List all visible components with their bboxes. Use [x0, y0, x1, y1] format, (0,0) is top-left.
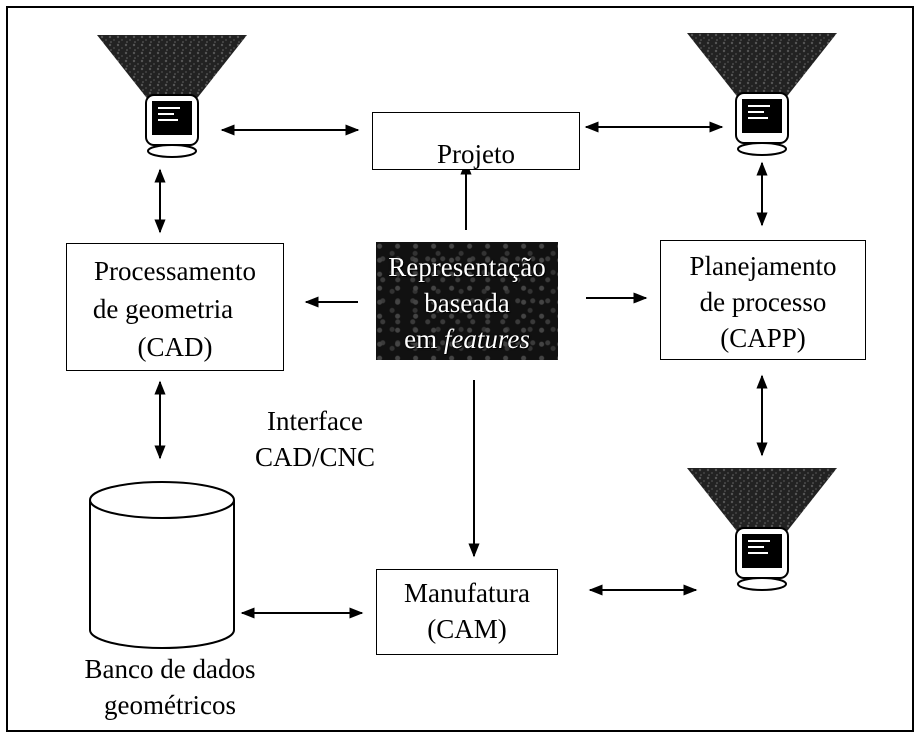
node-features-line-2: baseada [424, 288, 510, 318]
user-workstation-icon [97, 35, 247, 158]
node-cam-line-2: (CAM) [427, 614, 507, 644]
diagram-frame [6, 6, 914, 732]
node-cad-line-3: (CAD) [137, 332, 213, 362]
node-features-line-3-italic: features [443, 324, 530, 354]
database-cylinder-icon [89, 481, 235, 649]
node-cad-line-1: Processamento [94, 256, 256, 286]
interface-label-line-1: Interface [267, 406, 363, 436]
user-workstation-icon [687, 468, 837, 591]
interface-label-line-2: CAD/CNC [254, 442, 376, 472]
node-projeto: Projeto [372, 112, 580, 170]
node-cam: Manufatura (CAM) [376, 569, 558, 655]
node-capp: Planejamento de processo (CAPP) [660, 240, 866, 360]
node-projeto-label: Projeto [437, 139, 515, 169]
node-cam-line-1: Manufatura [404, 578, 530, 608]
node-cad: Processamento de geometria (CAD) [66, 243, 284, 371]
user-workstation-icon [687, 33, 837, 156]
node-feature-representation: Representação baseada em features [376, 242, 558, 360]
node-capp-line-3: (CAPP) [720, 323, 806, 353]
node-cad-line-2: de geometria [92, 294, 234, 324]
node-capp-line-2: de processo [699, 287, 827, 317]
node-capp-line-1: Planejamento [689, 251, 837, 281]
node-features-line-3: em features [376, 322, 558, 356]
node-features-line-1: Representação [388, 252, 546, 282]
node-features-line-3-text: em [404, 324, 444, 354]
database-label-line-1: Banco de dados [84, 654, 256, 684]
database-label-line-2: geométricos [104, 690, 236, 720]
